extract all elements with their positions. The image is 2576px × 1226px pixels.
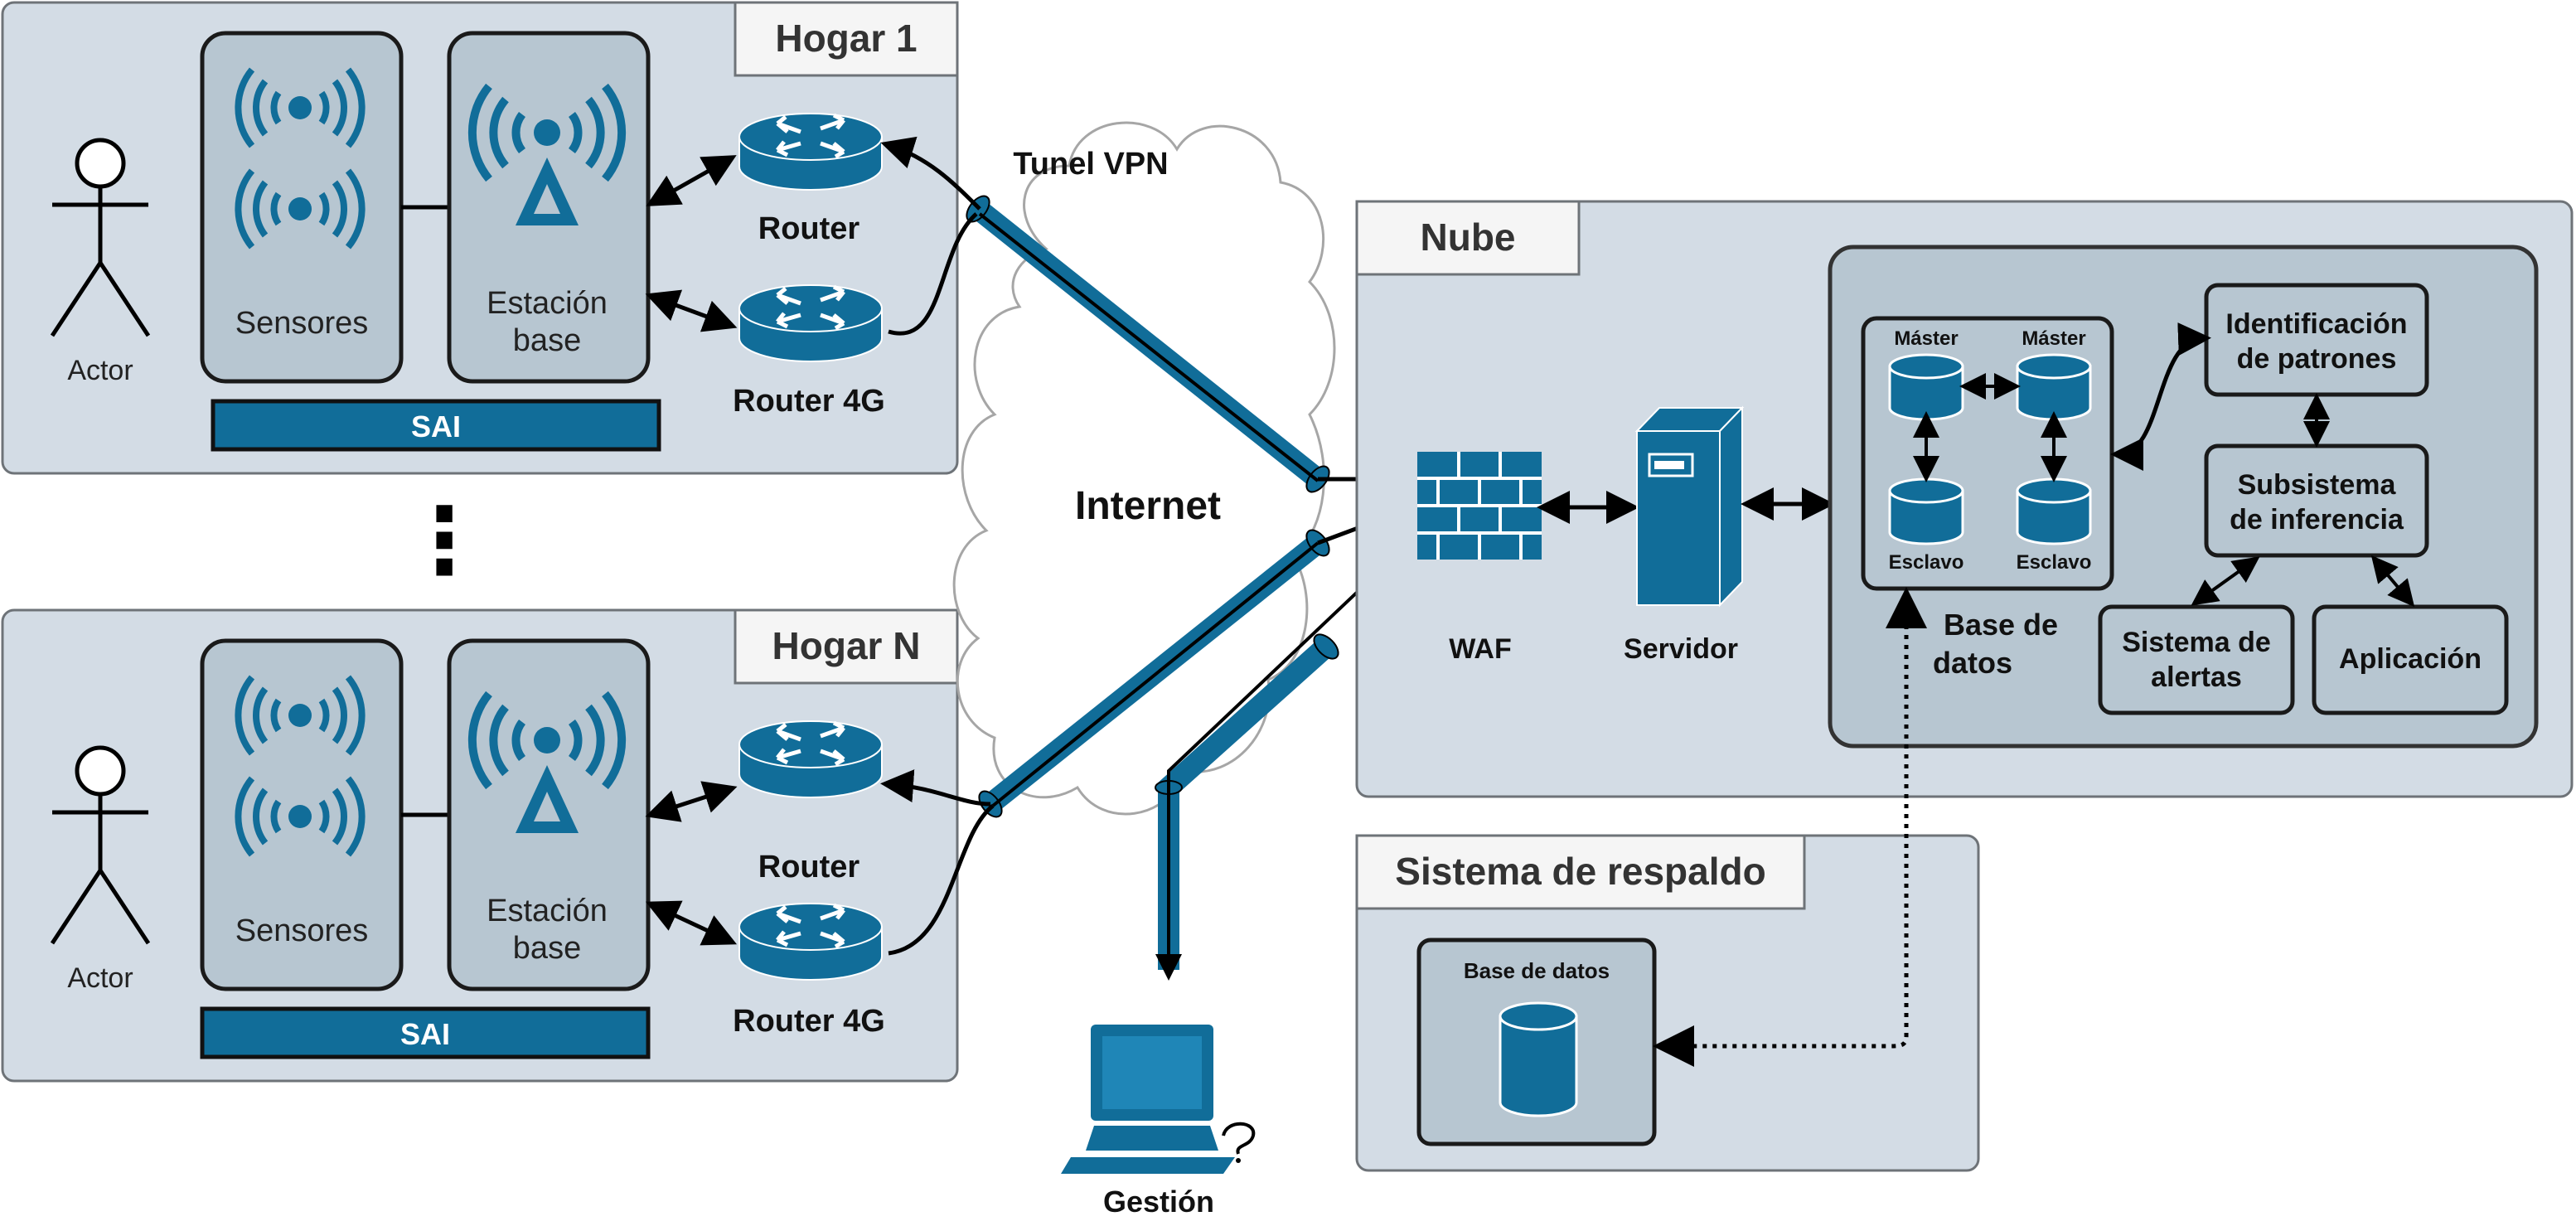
backup-zone: Sistema de respaldo Base de datos	[1355, 834, 1980, 1172]
home-zone-1: Hogar 1 Actor Sensores Estación base SAI…	[1, 1, 959, 475]
application-label: Aplicación	[2339, 643, 2482, 675]
backup-database-icon	[1499, 1001, 1578, 1117]
router-icon[interactable]	[739, 721, 882, 797]
home-zone-n: Hogar N Actor Sensores Estación base SAI…	[1, 608, 959, 1083]
db-master-label: Máster	[2022, 327, 2085, 350]
inference-subsystem-box[interactable]	[2204, 443, 2429, 558]
more-homes-ellipsis: ⋮	[399, 487, 490, 594]
actor-label: Actor	[67, 355, 133, 386]
database-label-line2: datos	[1933, 646, 2012, 680]
home-title: Hogar N	[772, 624, 921, 667]
backup-title: Sistema de respaldo	[1395, 850, 1765, 893]
backup-database-label: Base de datos	[1464, 958, 1610, 983]
router-4g-label: Router 4G	[733, 1004, 885, 1039]
base-station-label-line2: base	[513, 931, 581, 966]
db-slave-label: Esclavo	[1889, 551, 1964, 574]
pattern-identification-box[interactable]	[2204, 283, 2429, 397]
internet-label: Internet	[1075, 484, 1221, 528]
db-master-label: Máster	[1894, 327, 1958, 350]
server-icon[interactable]	[1634, 405, 1745, 608]
cloud-zone: Nube WAF Servidor Máster Máster Esclav	[1355, 200, 2574, 798]
alert-system-label-line2: alertas	[2151, 661, 2242, 693]
db-slave-icon	[1888, 477, 1964, 545]
inference-subsystem-label-line1: Subsistema	[2238, 469, 2397, 501]
pattern-identification-label-line2: de patrones	[2237, 343, 2397, 375]
router-4g-label: Router 4G	[733, 384, 885, 419]
vpn-tunnel-label: Tunel VPN	[1013, 147, 1168, 182]
actor-label: Actor	[67, 962, 133, 994]
router-4g-icon[interactable]	[739, 904, 882, 980]
cloud-title: Nube	[1421, 216, 1516, 259]
inference-subsystem-label-line2: de inferencia	[2230, 504, 2404, 535]
router-label: Router	[758, 850, 860, 884]
sensors-label: Sensores	[235, 913, 369, 948]
db-slave-label: Esclavo	[2017, 551, 2092, 574]
replication-link	[1653, 587, 1927, 1067]
base-station-label-line1: Estación	[487, 286, 608, 321]
ups-bar	[211, 399, 661, 452]
ups-label: SAI	[411, 409, 461, 443]
db-master-icon	[1888, 353, 1964, 421]
management-label: Gestión	[1103, 1185, 1214, 1219]
alert-system-label-line1: Sistema de	[2122, 627, 2271, 658]
ups-bar	[200, 1006, 651, 1059]
pattern-identification-label-line1: Identificación	[2225, 308, 2407, 340]
router-4g-icon[interactable]	[739, 285, 882, 361]
waf-firewall-icon[interactable]	[1417, 452, 1542, 560]
waf-label: WAF	[1449, 633, 1512, 665]
router-label: Router	[758, 211, 860, 246]
ups-label: SAI	[400, 1017, 450, 1051]
database-label-line1: Base de	[1944, 608, 2058, 642]
db-master-icon	[2016, 353, 2092, 421]
sensors-label: Sensores	[235, 306, 369, 341]
db-slave-icon	[2016, 477, 2092, 545]
home-title: Hogar 1	[775, 17, 917, 60]
management-workstation[interactable]	[1061, 1025, 1256, 1174]
base-station-label-line1: Estación	[487, 894, 608, 928]
router-icon[interactable]	[739, 114, 882, 190]
alert-system-box[interactable]	[2098, 604, 2295, 715]
base-station-label-line2: base	[513, 323, 581, 358]
server-label: Servidor	[1624, 633, 1738, 665]
